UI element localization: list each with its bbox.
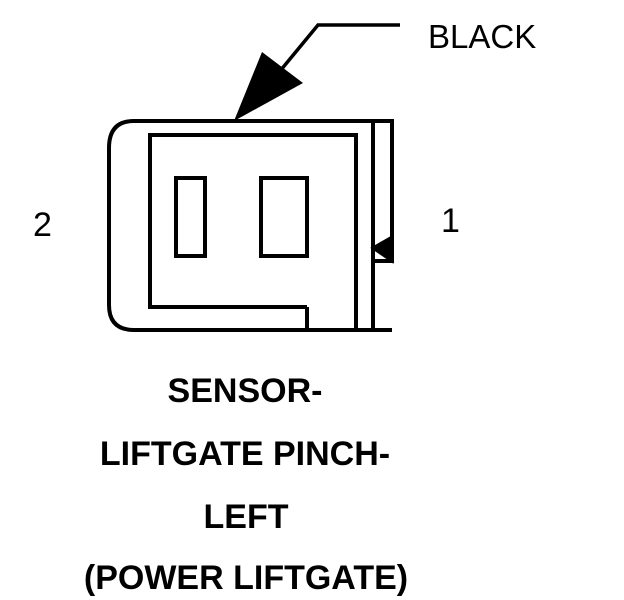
callout-arrowhead — [234, 52, 303, 121]
title-line-sensor: SENSOR- — [168, 372, 323, 410]
pin-cavity-1 — [259, 176, 309, 258]
connector-latch-post — [371, 119, 394, 263]
callout-leader-line — [264, 23, 400, 90]
connector-outer-shell — [107, 119, 392, 332]
title-line-liftgate-pinch: LIFTGATE PINCH- — [100, 435, 390, 473]
callout-arrow — [234, 23, 400, 121]
color-callout-label: BLACK — [428, 18, 536, 55]
pin-number-right: 1 — [441, 202, 460, 240]
title-line-left: LEFT — [204, 498, 289, 536]
connector-latch-tab — [370, 234, 394, 264]
pin-cavity-2 — [174, 176, 207, 258]
pin-number-left: 2 — [33, 206, 52, 244]
title-line-power-liftgate: (POWER LIFTGATE) — [84, 559, 408, 597]
connector-inner-wall — [148, 133, 358, 330]
connector-title: SENSOR- LIFTGATE PINCH- LEFT (POWER LIFT… — [84, 372, 408, 597]
connector-body — [107, 119, 394, 332]
